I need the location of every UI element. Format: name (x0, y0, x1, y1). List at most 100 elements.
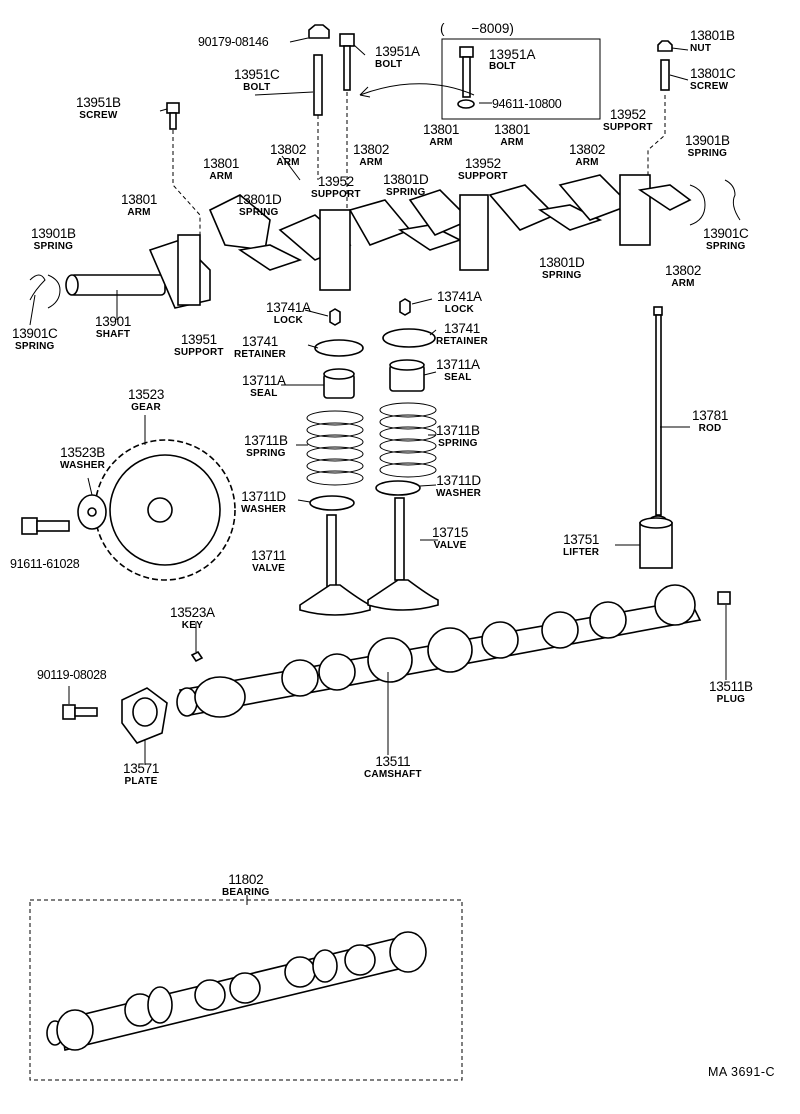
label-13741-retainer-right: 13741 RETAINER (436, 322, 488, 347)
part-name: SPRING (385, 186, 426, 198)
label-13802-arm-c: 13802 ARM (569, 143, 605, 168)
label-13715-valve: 13715 VALVE (432, 526, 468, 551)
part-name: ARM (359, 156, 383, 168)
drawing-code: MA 3691-C (708, 1065, 776, 1079)
inset-bolt-number: 13951A (489, 47, 536, 62)
part-name: ARM (575, 156, 599, 168)
label-13801-arm-c: 13801 ARM (203, 157, 239, 182)
label-13741A-lock-left: 13741A LOCK (266, 301, 311, 326)
part-number: 13511B (709, 679, 753, 694)
label-13711-valve: 13711 VALVE (251, 549, 286, 574)
label-13801B-nut: 13801B NUT (690, 29, 735, 54)
part-name: GEAR (131, 401, 161, 413)
part-number: 13802 (270, 142, 307, 157)
part-number: 13523A (170, 605, 215, 620)
part-name: VALVE (252, 562, 285, 574)
part-name: SPRING (541, 269, 582, 281)
part-number: 13711A (436, 357, 480, 372)
label-13952-support-right: 13952 SUPPORT (603, 108, 653, 133)
part-name: WASHER (241, 503, 287, 515)
part-name: LIFTER (563, 546, 600, 558)
part-number: 13901 (95, 314, 132, 329)
label-13901-shaft: 13901 SHAFT (95, 315, 131, 340)
part-number: 13951B (76, 95, 121, 110)
part-number: 13741 (443, 321, 481, 336)
label-13802-arm-a: 13802 ARM (270, 143, 306, 168)
leader-lines (29, 37, 690, 546)
label-13901C-spring-left: 13901C SPRING (12, 327, 58, 352)
part-name: LOCK (273, 314, 303, 326)
inset-bolt-name: BOLT (489, 60, 516, 72)
label-13571-plate: 13571 PLATE (123, 762, 159, 787)
label-13951A-bolt: 13951A BOLT (375, 45, 420, 70)
part-name: LOCK (444, 303, 474, 315)
label-91611-61028: 91611-61028 (10, 557, 80, 571)
label-13711A-seal-right: 13711A SEAL (436, 358, 480, 383)
label-13801C-screw: 13801C SCREW (690, 67, 736, 92)
label-13801D-spring-b: 13801D SPRING (383, 173, 429, 198)
label-13951C-bolt: 13951C BOLT (234, 68, 280, 93)
part-number: 13751 (563, 532, 600, 547)
part-number: 13801D (383, 172, 429, 187)
part-number: 13711 (251, 548, 287, 563)
part-name: SEAL (250, 387, 278, 399)
part-name: PLUG (716, 693, 746, 705)
part-name: SUPPORT (458, 170, 508, 182)
inset-washer-code: 94611-10800 (492, 97, 562, 111)
part-name: SUPPORT (311, 188, 361, 200)
part-name: SPRING (705, 240, 746, 252)
label-13802-arm-b: 13802 ARM (353, 143, 389, 168)
label-13951B-screw: 13951B SCREW (76, 96, 121, 121)
part-name: WASHER (436, 487, 482, 499)
part-name: ARM (671, 277, 695, 289)
part-number: 13801D (236, 192, 282, 207)
part-name: ARM (127, 206, 151, 218)
label-13523-gear: 13523 GEAR (128, 388, 164, 413)
label-13952-support-a: 13952 SUPPORT (311, 175, 361, 200)
part-number: 13801B (690, 28, 735, 43)
part-name: CAMSHAFT (364, 768, 422, 780)
part-number: 13951C (234, 67, 280, 82)
label-13511B-plug: 13511B PLUG (709, 680, 753, 705)
part-number: 13952 (609, 107, 646, 122)
label-13801D-spring-a: 13801D SPRING (236, 193, 282, 218)
part-name: SPRING (246, 447, 286, 459)
timing-gear (21, 439, 236, 581)
part-number: 13801 (121, 192, 158, 207)
part-name: ARM (276, 156, 300, 168)
rocker-arm-assembly (29, 174, 741, 309)
label-13901B-spring-left: 13901B SPRING (31, 227, 76, 252)
label-13741A-lock-right: 13741A LOCK (437, 290, 482, 315)
label-13711B-spring-right: 13711B SPRING (436, 424, 480, 449)
part-name: ARM (209, 170, 233, 182)
part-name: ARM (429, 136, 453, 148)
part-name: NUT (690, 42, 712, 54)
part-number: 13901C (703, 226, 749, 241)
label-11802-bearing: 11802 BEARING (222, 873, 270, 898)
part-name: BOLT (243, 81, 271, 93)
part-name: SUPPORT (174, 346, 224, 358)
part-number: 13741A (266, 300, 311, 315)
part-number: 13523B (60, 445, 105, 460)
label-13901B-spring-right: 13901B SPRING (685, 134, 730, 159)
part-name: PLATE (124, 775, 158, 787)
part-number: 13511 (375, 754, 411, 769)
part-number: 13801 (423, 122, 460, 137)
part-number: 13741A (437, 289, 482, 304)
label-13802-arm-d: 13802 ARM (665, 264, 701, 289)
label-13952-support-b: 13952 SUPPORT (458, 157, 508, 182)
label-90179-08146: 90179-08146 (198, 35, 269, 49)
part-name: ROD (698, 422, 722, 434)
part-number: 13802 (665, 263, 702, 278)
part-number: 13952 (317, 174, 354, 189)
label-13801D-spring-c: 13801D SPRING (539, 256, 585, 281)
part-number: 13711A (242, 373, 286, 388)
rod-and-lifter (639, 306, 673, 569)
part-name: SCREW (79, 109, 118, 121)
label-13711D-washer-right: 13711D WASHER (436, 474, 481, 499)
part-number: 13951 (180, 332, 217, 347)
key-plate-bolt (62, 622, 204, 765)
part-name: SCREW (690, 80, 729, 92)
label-13711A-seal-left: 13711A SEAL (242, 374, 286, 399)
camshaft (176, 584, 731, 755)
